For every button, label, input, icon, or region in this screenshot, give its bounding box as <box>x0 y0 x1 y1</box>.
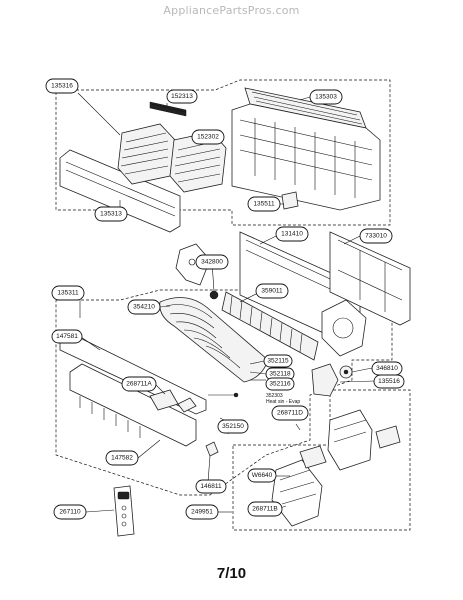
label-352116: 352116 <box>265 377 295 391</box>
remote-controller <box>113 485 135 537</box>
pulley-part <box>339 365 353 379</box>
label-147582-text: 147582 <box>111 455 133 462</box>
label-135316: 135316 <box>45 78 79 94</box>
label-267110-text: 267110 <box>59 509 81 516</box>
pcb-terminal-part <box>375 425 401 449</box>
control-box-part <box>327 409 373 471</box>
side-bracket-part <box>175 243 211 286</box>
label-268711A-text: 268711A <box>126 381 152 388</box>
front-grille-part <box>59 149 181 233</box>
label-135303: 135303 <box>309 89 343 105</box>
label-352115: 352115 <box>263 354 293 368</box>
label-352303-text: 352303 <box>266 393 283 399</box>
label-135511-text: 135511 <box>253 201 275 208</box>
label-147582: 147582 <box>105 450 139 466</box>
label-733010-text: 733010 <box>365 233 387 240</box>
label-268711A: 268711A <box>121 376 157 392</box>
label-268711D: 268711D <box>271 405 309 421</box>
leader-lines <box>77 92 375 513</box>
label-352150: 352150 <box>217 419 249 434</box>
label-249951: 249951 <box>185 504 219 520</box>
label-268711B: 268711B <box>247 501 283 517</box>
label-135313-text: 135313 <box>100 211 122 218</box>
cross-flow-fan <box>221 291 319 361</box>
label-147581-text: 147581 <box>56 333 78 340</box>
connector-part <box>205 441 219 457</box>
label-135316-text: 135316 <box>51 83 73 90</box>
label-354210: 354210 <box>127 299 161 315</box>
label-W6640: W6640 <box>247 468 277 483</box>
pcb-assembly <box>271 459 323 527</box>
small-cover-part <box>281 191 299 210</box>
lower-vane-frame <box>69 363 197 447</box>
label-131410: 131410 <box>275 226 309 242</box>
watermark: AppliancePartsPros.com <box>163 4 300 17</box>
label-152302-text: 152302 <box>197 134 219 141</box>
label-346810: 346810 <box>371 361 403 376</box>
motor-part <box>311 363 339 397</box>
label-152313: 152313 <box>166 89 198 104</box>
label-152313-text: 152313 <box>171 93 193 100</box>
main-chassis <box>231 103 381 211</box>
label-135313: 135313 <box>94 206 128 222</box>
label-733010: 733010 <box>359 228 393 244</box>
fan-motor-housing <box>321 299 367 357</box>
label-249951-text: 249951 <box>191 509 213 516</box>
label-268711B-text: 268711B <box>252 506 278 513</box>
label-146811-text: 146811 <box>200 483 222 490</box>
label-342800: 342800 <box>195 254 229 270</box>
pcb-module-part <box>299 445 327 469</box>
label-135516: 135516 <box>373 374 405 389</box>
label-268711D-text: 268711D <box>277 410 303 417</box>
label-131410-text: 131410 <box>281 231 303 238</box>
label-147581: 147581 <box>51 329 83 344</box>
label-135311-text: 135311 <box>57 290 79 297</box>
label-135511: 135511 <box>247 196 281 212</box>
air-filter-left <box>117 123 176 185</box>
label-135303-text: 135303 <box>315 94 337 101</box>
label-342800-text: 342800 <box>201 259 223 266</box>
label-359011: 359011 <box>255 283 289 299</box>
bearing-part <box>209 290 219 300</box>
label-352118-text: 352118 <box>269 371 291 378</box>
label-267110: 267110 <box>53 504 87 520</box>
page-number: 7/10 <box>216 565 247 582</box>
sensor-part <box>208 392 239 398</box>
label-354210-text: 354210 <box>133 304 155 311</box>
label-152302: 152302 <box>191 129 225 145</box>
installation-plate <box>329 231 411 326</box>
label-346810-text: 346810 <box>376 365 398 372</box>
label-352115-text: 352115 <box>267 358 289 365</box>
evaporator-coil <box>159 297 269 383</box>
label-135516-text: 135516 <box>378 378 400 385</box>
label-W6640-text: W6640 <box>252 472 273 479</box>
filter-holder-part <box>149 101 187 117</box>
heat-sink-evap-note: Heat sin - Evap <box>266 399 300 405</box>
label-146811: 146811 <box>195 479 227 494</box>
label-352116-text: 352116 <box>269 381 291 388</box>
vane-link-part <box>177 397 197 413</box>
label-135311: 135311 <box>51 285 85 301</box>
label-359011-text: 359011 <box>261 288 283 295</box>
label-352150-text: 352150 <box>222 423 244 430</box>
